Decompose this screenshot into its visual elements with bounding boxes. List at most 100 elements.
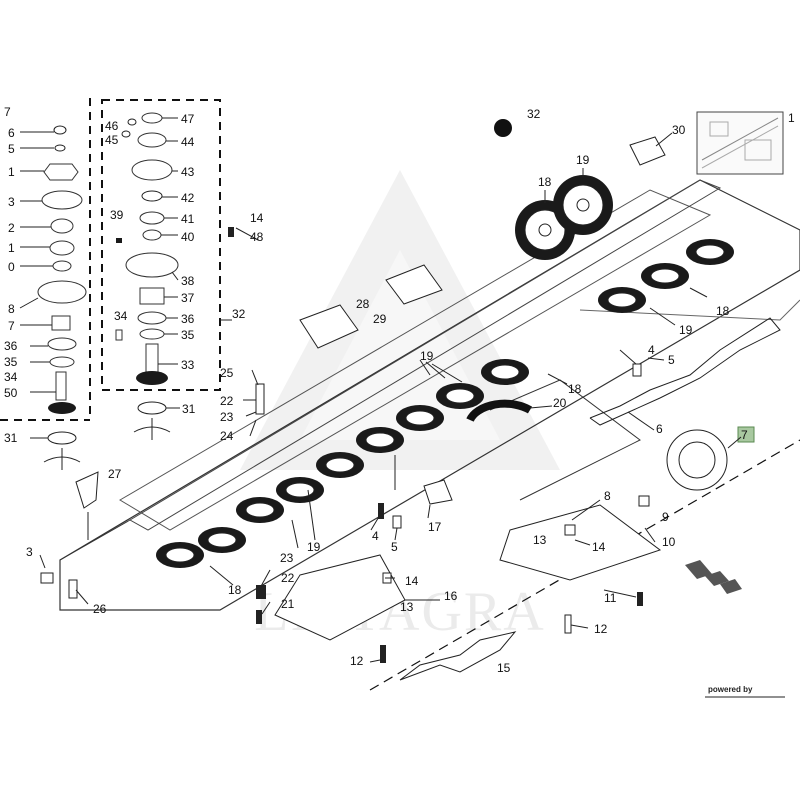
cover-27 — [75, 471, 99, 509]
thumbnail-preview — [696, 111, 784, 175]
callout-31-left: 31 — [4, 431, 18, 445]
callout-32-mid: 32 — [232, 307, 246, 321]
callout-18-bottom: 18 — [228, 583, 242, 597]
gear-small-2 — [198, 527, 246, 553]
cover-30 — [629, 136, 666, 166]
left-column-assembly: 7 6 5 1 3 2 1 0 8 7 36 35 34 50 31 — [0, 98, 91, 470]
callout-32-top: 32 — [527, 107, 541, 121]
gear-small-5 — [316, 452, 364, 478]
gear-train — [156, 239, 734, 568]
callout-13-right: 13 — [533, 533, 547, 547]
callout-7-left: 7 — [4, 105, 11, 119]
callout-48: 48 — [250, 230, 264, 244]
callout-4-mid: 4 — [372, 529, 379, 543]
callout-31-mid: 31 — [182, 402, 196, 416]
middle-column-assembly: 46 45 47 44 43 42 39 41 40 38 37 34 36 3… — [101, 99, 246, 440]
callout-22-top: 22 — [220, 394, 234, 408]
gear-small-12 — [686, 239, 734, 265]
gear-small-3 — [236, 497, 284, 523]
callout-1: 1 — [8, 165, 15, 179]
callout-5-mid: 5 — [391, 540, 398, 554]
callout-21: 21 — [281, 597, 295, 611]
callout-12-right: 12 — [594, 622, 608, 636]
callout-8: 8 — [8, 302, 15, 316]
callout-35-mid: 35 — [181, 328, 195, 342]
callout-6-right: 6 — [656, 422, 663, 436]
callout-3-left: 3 — [26, 545, 33, 559]
plate-16 — [274, 554, 406, 641]
callout-18-mid: 18 — [568, 382, 582, 396]
callout-35-left: 35 — [4, 355, 18, 369]
powered-by-badge: powered by — [705, 685, 785, 698]
callout-44: 44 — [181, 135, 195, 149]
callout-23-top: 23 — [220, 410, 234, 424]
callout-33: 33 — [181, 358, 195, 372]
callout-2: 2 — [8, 221, 15, 235]
callout-18-top: 18 — [538, 175, 552, 189]
direction-arrow-icon — [685, 560, 742, 594]
callout-46: 46 — [105, 119, 119, 133]
callout-40: 40 — [181, 230, 195, 244]
powered-by-text: powered by — [708, 685, 753, 694]
cover-29 — [385, 264, 443, 305]
gear-small-1 — [156, 542, 204, 568]
callout-37: 37 — [181, 291, 195, 305]
callout-7b: 7 — [8, 319, 15, 333]
callout-19-mid: 19 — [420, 349, 434, 363]
plate-8 — [499, 504, 662, 581]
callout-18-right: 18 — [716, 304, 730, 318]
black-dot-marker — [494, 119, 512, 137]
callout-23-bottom: 23 — [280, 551, 294, 565]
callout-5: 5 — [8, 142, 15, 156]
callout-28: 28 — [356, 297, 370, 311]
callout-14-right: 14 — [592, 540, 606, 554]
gear-small-4 — [276, 477, 324, 503]
callout-7-highlight: 7 — [741, 428, 748, 442]
callout-22-bottom: 22 — [281, 571, 295, 585]
callout-19-top: 19 — [576, 153, 590, 167]
callout-43: 43 — [181, 165, 195, 179]
callout-14-top: 14 — [250, 211, 264, 225]
callout-38: 38 — [181, 274, 195, 288]
callout-15: 15 — [497, 661, 511, 675]
callout-41: 41 — [181, 212, 195, 226]
gear-small-8 — [436, 383, 484, 409]
gear-small-7 — [396, 405, 444, 431]
main-callouts: 32 30 1 14 48 19 18 28 29 19 18 25 22 23… — [26, 107, 795, 675]
callout-20: 20 — [553, 396, 567, 410]
callout-1-top: 1 — [788, 111, 795, 125]
strip-15 — [399, 631, 517, 681]
callout-34-mid: 34 — [114, 309, 128, 323]
callout-0: 0 — [8, 260, 15, 274]
callout-10: 10 — [662, 535, 676, 549]
gear-small-11 — [641, 263, 689, 289]
callout-leaders — [39, 132, 742, 663]
callout-24: 24 — [220, 429, 234, 443]
callout-4-right: 4 — [648, 343, 655, 357]
callout-34-left: 34 — [4, 370, 18, 384]
bracket-17 — [423, 479, 453, 505]
callout-9: 9 — [662, 510, 669, 524]
gear-19-large — [553, 175, 613, 235]
callout-5-right: 5 — [668, 353, 675, 367]
flange-plate — [666, 429, 728, 491]
callout-13-bottom: 13 — [400, 600, 414, 614]
callout-47: 47 — [181, 112, 195, 126]
callout-25: 25 — [220, 366, 234, 380]
callout-36-left: 36 — [4, 339, 18, 353]
callout-27: 27 — [108, 467, 122, 481]
callout-39: 39 — [110, 208, 124, 222]
callout-1b: 1 — [8, 241, 15, 255]
gear-20 — [466, 399, 533, 422]
callout-12-left: 12 — [350, 654, 364, 668]
callout-50: 50 — [4, 386, 18, 400]
gear-small-9 — [481, 359, 529, 385]
callout-26: 26 — [93, 602, 107, 616]
callout-29: 29 — [373, 312, 387, 326]
callout-19-right: 19 — [679, 323, 693, 337]
callout-14-bottom: 14 — [405, 574, 419, 588]
callout-3: 3 — [8, 195, 15, 209]
callout-8-plate: 8 — [604, 489, 611, 503]
